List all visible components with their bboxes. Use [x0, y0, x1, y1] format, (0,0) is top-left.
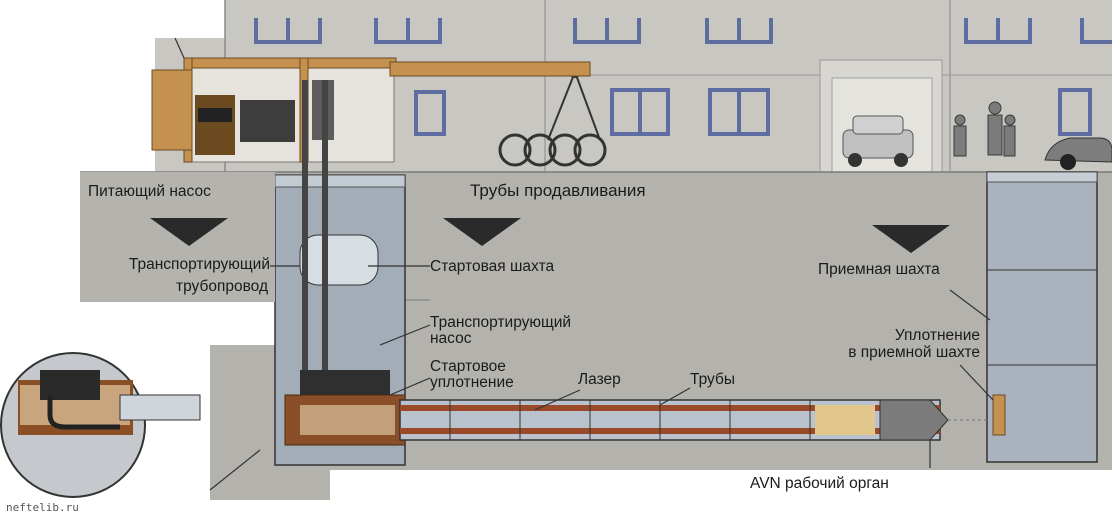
- label-transport-pump-1: Транспортирующий: [430, 314, 571, 331]
- label-transport-pump-2: насос: [430, 330, 472, 347]
- window-row-top: [254, 18, 1112, 44]
- leader-lines: [174, 37, 994, 491]
- arrow-feed-pump: [150, 218, 228, 246]
- garage: [819, 59, 943, 173]
- label-jacking-pipes: Трубы продавливания: [470, 181, 646, 200]
- label-launch-shaft: Стартовая шахта: [430, 258, 555, 275]
- cross-section: [0, 352, 201, 498]
- pipe-rings: [498, 133, 607, 167]
- label-transport-pipeline-2: трубопровод: [176, 278, 268, 295]
- label-receiving-shaft: Приемная шахта: [818, 261, 940, 278]
- label-feed-pump: Питающий насос: [88, 183, 211, 200]
- label-receiving-seal-2: в приемной шахте: [848, 344, 980, 361]
- people: [953, 101, 1016, 157]
- car: [1044, 137, 1112, 170]
- launch-shaft: [274, 80, 406, 466]
- arrow-receiving: [872, 225, 950, 253]
- watermark: neftelib.ru: [6, 501, 79, 514]
- label-pipes: Трубы: [690, 371, 735, 388]
- label-launch-seal-2: уплотнение: [430, 374, 514, 391]
- window-row-middle: [414, 88, 1092, 136]
- label-launch-seal-1: Стартовое: [430, 358, 506, 375]
- receiving-shaft: [986, 171, 1098, 463]
- label-avn-head: AVN рабочий орган: [750, 475, 889, 492]
- arrow-jacking-pipes: [443, 218, 521, 246]
- triangle-arrows: [150, 218, 950, 253]
- pipe-string: [399, 399, 990, 441]
- label-receiving-seal-1: Уплотнение: [895, 327, 980, 344]
- label-laser: Лазер: [578, 371, 621, 388]
- label-transport-pipeline-1: Транспортирующий: [129, 256, 270, 273]
- gantry-crane: [151, 57, 591, 163]
- labels: Питающий насос Трубы продавливания Транс…: [88, 181, 980, 492]
